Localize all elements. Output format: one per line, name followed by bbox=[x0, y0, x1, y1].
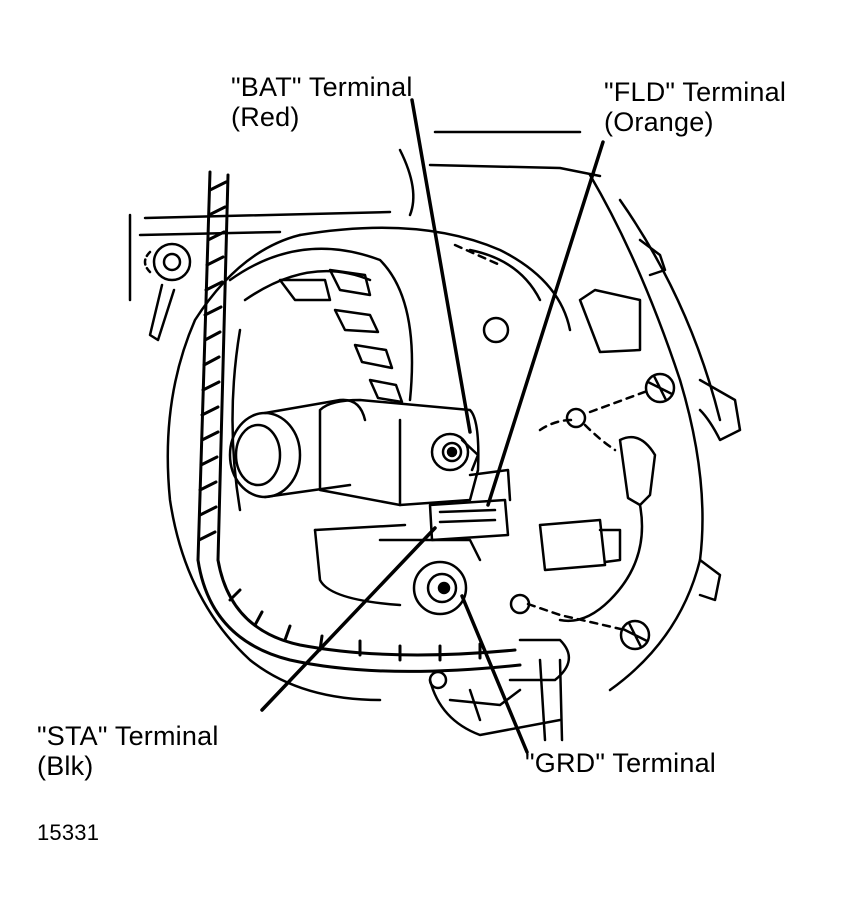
figure-number: 15331 bbox=[37, 820, 100, 845]
grd-terminal-name: "GRD" Terminal bbox=[525, 748, 717, 778]
grd-terminal-label: "GRD" Terminal bbox=[525, 748, 716, 778]
sta-fld-connector bbox=[428, 468, 512, 542]
mounting-bolts-right bbox=[482, 316, 676, 651]
bat-terminal-label: "BAT" Terminal (Red) bbox=[231, 72, 413, 132]
fld-terminal-name: "FLD" Terminal bbox=[604, 77, 787, 107]
fld-leader-line bbox=[486, 140, 605, 507]
drive-belt bbox=[196, 170, 522, 673]
sta-leader-line bbox=[260, 526, 437, 712]
bat-leader-line bbox=[410, 98, 472, 434]
bat-terminal-name: "BAT" Terminal bbox=[231, 72, 413, 102]
rear-cover bbox=[228, 247, 414, 512]
grd-terminal-stud bbox=[412, 560, 468, 616]
lower-bracket bbox=[428, 638, 570, 742]
wire-routing-dashed bbox=[453, 243, 652, 632]
bat-terminal-stud bbox=[430, 432, 480, 472]
callout-leaders bbox=[260, 98, 605, 754]
mounting-bolt-left bbox=[143, 242, 192, 342]
grd-leader-line bbox=[460, 594, 529, 754]
fld-terminal-label: "FLD" Terminal (Orange) bbox=[604, 77, 786, 137]
terminal-block bbox=[313, 398, 482, 607]
fld-terminal-color: (Orange) bbox=[604, 107, 714, 137]
sta-terminal-color: (Blk) bbox=[37, 751, 94, 781]
rear-bearing-boss bbox=[228, 398, 367, 499]
sta-terminal-label: "STA" Terminal (Blk) bbox=[37, 721, 219, 781]
harness-connector bbox=[538, 288, 657, 623]
mounting-bracket bbox=[128, 130, 602, 302]
sta-terminal-name: "STA" Terminal bbox=[37, 721, 219, 751]
bat-terminal-color: (Red) bbox=[231, 102, 300, 132]
alternator-housing bbox=[166, 173, 742, 702]
